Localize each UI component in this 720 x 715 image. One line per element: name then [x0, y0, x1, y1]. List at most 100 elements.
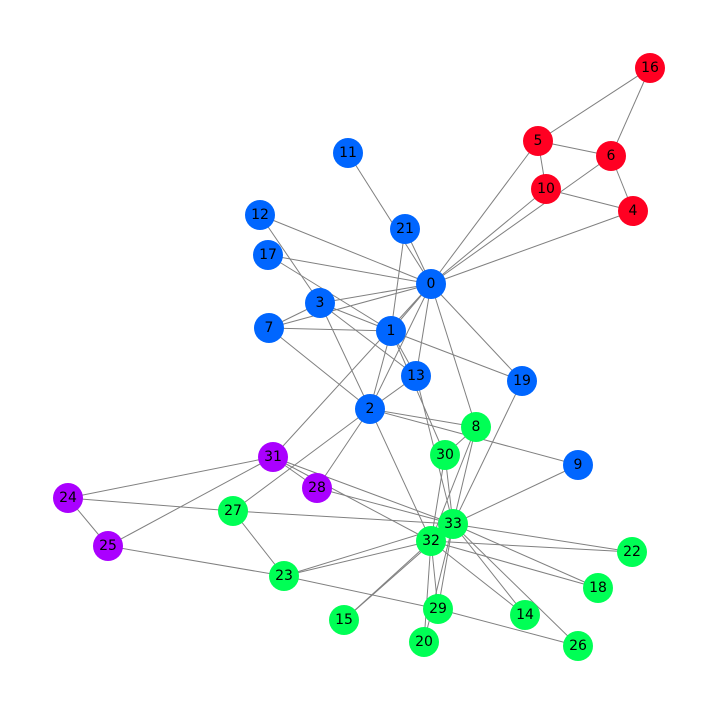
node-17: 17: [253, 240, 283, 270]
node-5: 5: [523, 126, 553, 156]
edge-3-12: [259, 214, 321, 304]
node-circle-16: [635, 53, 665, 83]
node-20: 20: [409, 627, 439, 657]
node-label-29: 29: [429, 601, 447, 617]
node-circle-33: [438, 509, 468, 539]
node-14: 14: [510, 600, 540, 630]
edge-31-33: [272, 456, 454, 525]
edge-0-2: [369, 283, 432, 410]
edge-23-25: [107, 545, 285, 577]
edge-1-19: [390, 330, 523, 382]
node-circle-17: [253, 240, 283, 270]
node-28: 28: [302, 473, 332, 503]
node-label-19: 19: [513, 373, 531, 389]
edge-3-13: [319, 302, 417, 377]
node-circle-19: [507, 366, 537, 396]
node-19: 19: [507, 366, 537, 396]
node-label-25: 25: [99, 538, 117, 554]
node-circle-30: [430, 440, 460, 470]
node-label-13: 13: [407, 368, 425, 384]
node-1: 1: [376, 316, 406, 346]
node-label-32: 32: [422, 533, 440, 549]
node-10: 10: [531, 174, 561, 204]
node-label-31: 31: [264, 449, 282, 465]
node-circle-0: [416, 269, 446, 299]
node-label-22: 22: [623, 544, 641, 560]
edge-22-32: [430, 540, 633, 553]
node-circle-20: [409, 627, 439, 657]
node-circle-25: [93, 531, 123, 561]
edge-9-33: [452, 464, 579, 525]
edge-22-33: [452, 523, 633, 553]
node-circle-8: [461, 412, 491, 442]
node-30: 30: [430, 440, 460, 470]
node-circle-32: [416, 526, 446, 556]
node-circle-13: [401, 361, 431, 391]
edge-31-32: [272, 456, 432, 542]
node-29: 29: [423, 594, 453, 624]
node-circle-7: [254, 313, 284, 343]
node-circle-14: [510, 600, 540, 630]
node-label-2: 2: [366, 401, 375, 417]
edge-1-30: [390, 330, 446, 456]
node-12: 12: [245, 200, 275, 230]
node-circle-4: [618, 196, 648, 226]
node-label-26: 26: [569, 638, 587, 654]
edge-25-31: [107, 456, 274, 547]
node-24: 24: [53, 483, 83, 513]
edge-0-8: [430, 283, 477, 428]
edge-20-32: [423, 540, 432, 643]
edge-1-7: [268, 327, 392, 332]
node-16: 16: [635, 53, 665, 83]
edge-0-12: [259, 214, 432, 285]
node-13: 13: [401, 361, 431, 391]
edge-14-33: [452, 523, 526, 616]
node-layer: 0123456789101112131415161718192021222324…: [53, 53, 665, 661]
node-circle-23: [269, 561, 299, 591]
node-circle-29: [423, 594, 453, 624]
node-label-21: 21: [396, 221, 414, 237]
node-6: 6: [596, 141, 626, 171]
node-9: 9: [563, 450, 593, 480]
edge-14-32: [430, 540, 526, 616]
node-circle-2: [355, 394, 385, 424]
node-label-30: 30: [436, 447, 454, 463]
node-21: 21: [390, 214, 420, 244]
edge-2-32: [369, 408, 432, 542]
edge-23-29: [283, 575, 439, 610]
node-label-12: 12: [251, 207, 269, 223]
node-label-6: 6: [607, 148, 616, 164]
node-22: 22: [617, 537, 647, 567]
node-11: 11: [333, 138, 363, 168]
edge-2-27: [232, 408, 371, 512]
node-label-33: 33: [444, 516, 462, 532]
node-32: 32: [416, 526, 446, 556]
node-circle-24: [53, 483, 83, 513]
edge-0-10: [430, 188, 547, 285]
edge-8-33: [452, 426, 477, 525]
edge-2-8: [369, 408, 477, 428]
node-31: 31: [258, 442, 288, 472]
node-label-10: 10: [537, 181, 555, 197]
node-27: 27: [218, 496, 248, 526]
node-label-5: 5: [534, 133, 543, 149]
node-label-17: 17: [259, 247, 277, 263]
edge-26-29: [437, 608, 579, 647]
node-circle-1: [376, 316, 406, 346]
node-label-23: 23: [275, 568, 293, 584]
node-26: 26: [563, 631, 593, 661]
edge-6-16: [610, 67, 651, 157]
node-15: 15: [329, 605, 359, 635]
node-2: 2: [355, 394, 385, 424]
edge-18-32: [430, 540, 599, 589]
edge-0-17: [267, 254, 432, 285]
node-label-11: 11: [339, 145, 357, 161]
edge-26-33: [452, 523, 579, 647]
edge-28-33: [316, 487, 454, 525]
node-label-8: 8: [472, 419, 481, 435]
edge-1-21: [390, 228, 406, 332]
edge-2-28: [316, 408, 371, 489]
node-circle-10: [531, 174, 561, 204]
edge-0-6: [430, 155, 612, 285]
